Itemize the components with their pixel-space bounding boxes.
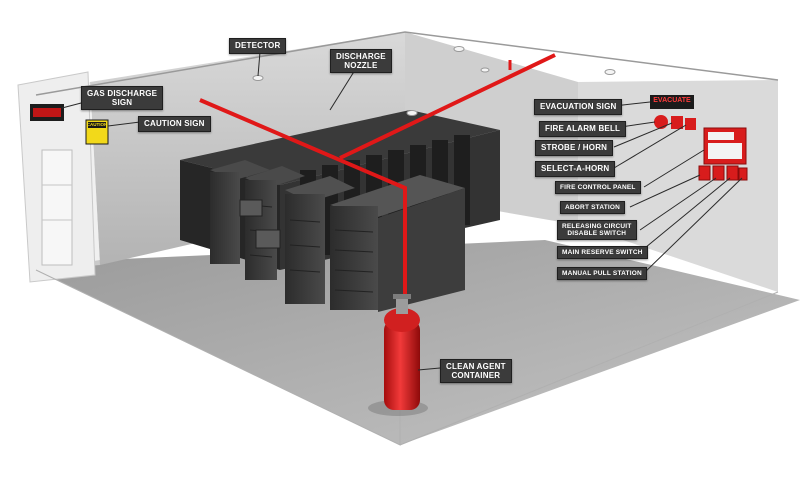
leader-lines <box>61 51 743 371</box>
label-caution-sign: CAUTION SIGN <box>138 116 211 132</box>
label-evacuation-sign: EVACUATION SIGN <box>534 99 623 115</box>
door <box>41 149 73 266</box>
label-abort-station: ABORT STATION <box>560 201 626 214</box>
select-a-horn <box>685 118 696 130</box>
strobe-horn <box>671 116 683 129</box>
fire-alarm-bell <box>654 115 668 129</box>
label-fire-alarm-bell: FIRE ALARM BELL <box>539 121 627 137</box>
detector-2 <box>453 46 465 52</box>
label-manual-pull-station: MANUAL PULL STATION <box>557 267 647 280</box>
caution-sign-text: CAUTION <box>86 122 108 127</box>
evacuate-sign <box>650 95 694 109</box>
detector-1 <box>252 75 264 81</box>
evacuate-sign-text: EVACUATE <box>653 97 691 104</box>
manual-pull-station <box>738 167 748 181</box>
front-racks <box>210 160 465 312</box>
label-fire-control-panel: FIRE CONTROL PANEL <box>555 181 641 194</box>
main-reserve-switch <box>726 165 739 181</box>
clean-agent-tank <box>368 294 428 416</box>
label-gas-discharge-sign: GAS DISCHARGE SIGN <box>81 86 164 110</box>
label-discharge-nozzle: DISCHARGE NOZZLE <box>330 49 392 73</box>
label-releasing-circuit: RELEASING CIRCUIT DISABLE SWITCH <box>557 220 637 240</box>
detector-3 <box>604 69 616 75</box>
label-detector: DETECTOR <box>229 38 287 54</box>
detector-4 <box>406 110 418 116</box>
abort-station <box>698 165 711 181</box>
discharge-pipe <box>199 98 407 298</box>
releasing-circuit-switch <box>712 165 725 181</box>
label-strobe-horn: STROBE / HORN <box>535 140 614 156</box>
detector-5 <box>480 67 490 73</box>
label-main-reserve-switch: MAIN RESERVE SWITCH <box>557 246 648 259</box>
label-select-a-horn: SELECT-A-HORN <box>535 161 616 177</box>
label-clean-agent-container: CLEAN AGENT CONTAINER <box>440 359 512 383</box>
